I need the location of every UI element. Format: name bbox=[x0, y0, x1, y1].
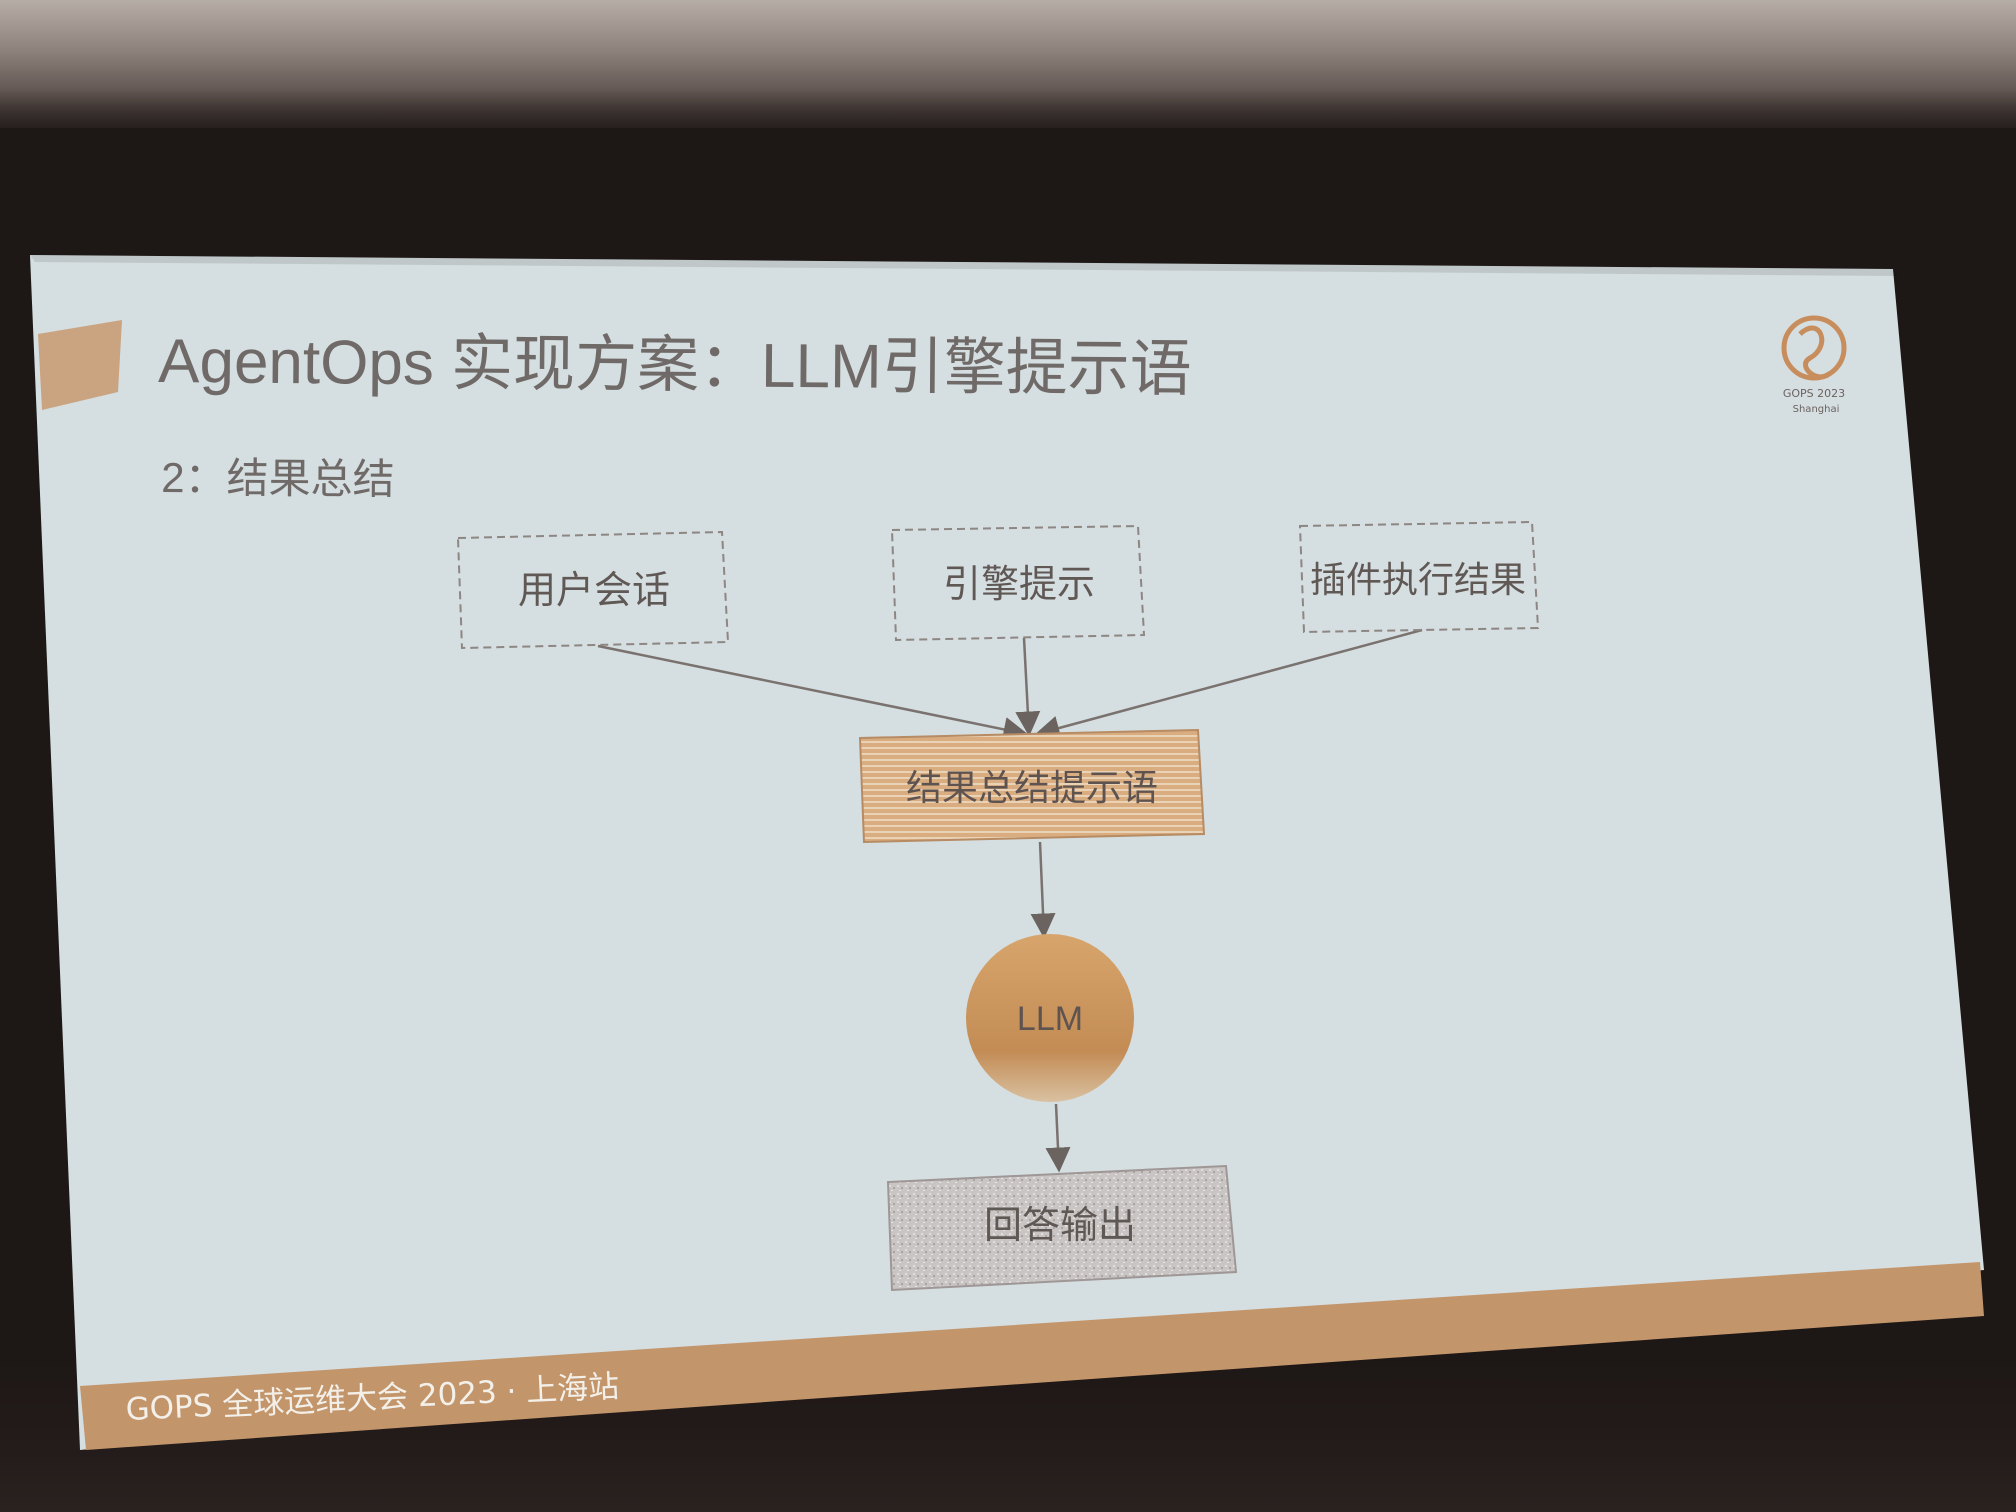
diagram-arrows bbox=[597, 628, 1423, 1173]
slide-subtitle: 2：结果总结 bbox=[161, 454, 395, 503]
footer-band bbox=[80, 1262, 1984, 1450]
input-plugin-result: 插件执行结果 bbox=[1298, 520, 1540, 634]
slide-edge-shadow bbox=[30, 255, 1898, 276]
input-user-session: 用户会话 bbox=[456, 530, 730, 650]
result-summary-prompt-box: 结果总结提示语 bbox=[858, 728, 1206, 844]
arrow-prompt-to-llm bbox=[1030, 841, 1056, 939]
arrow-user-to-prompt bbox=[597, 644, 1029, 742]
llm-label: LLM bbox=[1017, 1000, 1083, 1038]
input-engine-prompt: 引擎提示 bbox=[890, 524, 1146, 642]
slide-background bbox=[30, 255, 1984, 1450]
slide-title: AgentOps 实现方案：LLM引擎提示语 bbox=[158, 327, 1192, 404]
arrow-plugin-to-prompt bbox=[1034, 628, 1423, 741]
answer-output-label: 回答输出 bbox=[984, 1205, 1136, 1247]
input-user-session-label: 用户会话 bbox=[518, 570, 670, 612]
input-plugin-result-label: 插件执行结果 bbox=[1310, 559, 1526, 600]
logo-text: GOPS 2023 bbox=[1783, 387, 1845, 400]
llm-node: LLM bbox=[966, 934, 1134, 1102]
logo-swirl bbox=[1798, 325, 1832, 380]
answer-output-box: 回答输出 bbox=[886, 1164, 1238, 1292]
result-summary-prompt-label: 结果总结提示语 bbox=[906, 767, 1158, 808]
logo-subtext: Shanghai bbox=[1793, 404, 1840, 415]
input-engine-prompt-label: 引擎提示 bbox=[943, 564, 1095, 606]
arrow-llm-to-output bbox=[1045, 1103, 1071, 1173]
title-accent bbox=[38, 320, 122, 410]
arrow-engine-to-prompt bbox=[1015, 637, 1041, 737]
ceiling-shadow bbox=[0, 90, 2016, 150]
gops-logo: GOPS 2023 Shanghai bbox=[1781, 315, 1847, 415]
